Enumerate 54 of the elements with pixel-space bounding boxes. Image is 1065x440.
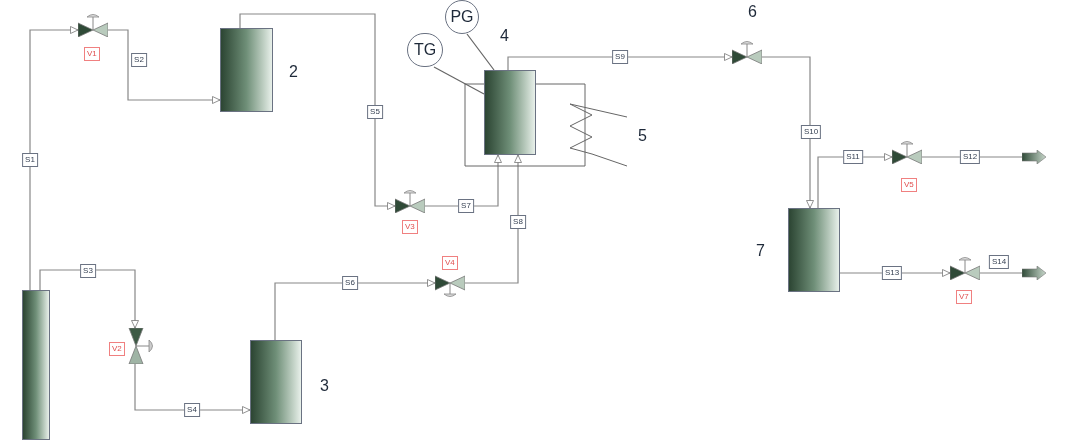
outlet-arrow <box>1022 266 1046 280</box>
pipe-line <box>817 153 893 209</box>
equipment-number: 4 <box>500 28 509 44</box>
valve-tag: V4 <box>442 256 458 270</box>
stream-label: S12 <box>959 150 981 164</box>
stream-label: S11 <box>843 150 863 164</box>
valve-tag: V7 <box>956 290 972 304</box>
equipment-number: 2 <box>289 64 298 80</box>
stream-label: S5 <box>367 105 383 119</box>
valve-tag: V3 <box>402 220 418 234</box>
pipe-line <box>134 363 251 414</box>
pipe-line <box>979 272 1023 274</box>
outlet-arrow <box>1022 150 1046 164</box>
stream-label: S14 <box>988 255 1010 269</box>
valve-symbol <box>732 40 762 64</box>
leader-line <box>466 33 495 71</box>
pipe-line <box>274 279 436 341</box>
vessel <box>22 290 50 440</box>
stream-label: S8 <box>510 215 526 229</box>
stream-label: S10 <box>800 125 822 139</box>
equipment-number: 5 <box>638 128 647 144</box>
stream-label: S7 <box>458 199 474 213</box>
vessel <box>250 340 302 424</box>
equipment-number: 6 <box>748 4 757 20</box>
pipe-line <box>761 56 814 209</box>
valve-tag: V1 <box>84 47 100 61</box>
pipe-line <box>29 26 79 291</box>
leader-line <box>433 66 485 95</box>
stream-label: S6 <box>342 276 358 290</box>
stream-label: S13 <box>881 266 903 280</box>
stream-label: S3 <box>80 264 96 278</box>
pipe-line <box>39 269 139 329</box>
vessel <box>484 70 536 155</box>
vessel <box>220 28 273 112</box>
valve-symbol <box>395 189 425 213</box>
valve-symbol <box>78 13 108 37</box>
valve-tag: V5 <box>901 178 917 192</box>
pipe-line <box>424 154 502 207</box>
stream-label: S4 <box>184 403 200 417</box>
valve-tag: V2 <box>109 342 125 356</box>
pipe-line <box>464 154 522 284</box>
valve-symbol <box>892 140 922 164</box>
equipment-number: 3 <box>320 378 329 394</box>
stream-label: S2 <box>131 53 147 67</box>
pipe-line <box>921 156 1023 158</box>
pipe-line <box>839 269 951 277</box>
vessel <box>788 208 840 292</box>
valve-symbol <box>950 256 980 280</box>
pipe-line <box>507 53 733 71</box>
pipe-line <box>239 13 396 210</box>
stream-label: S1 <box>22 153 38 167</box>
pipe-line <box>107 29 221 104</box>
equipment-number: 7 <box>756 243 765 259</box>
stream-label: S9 <box>612 50 628 64</box>
